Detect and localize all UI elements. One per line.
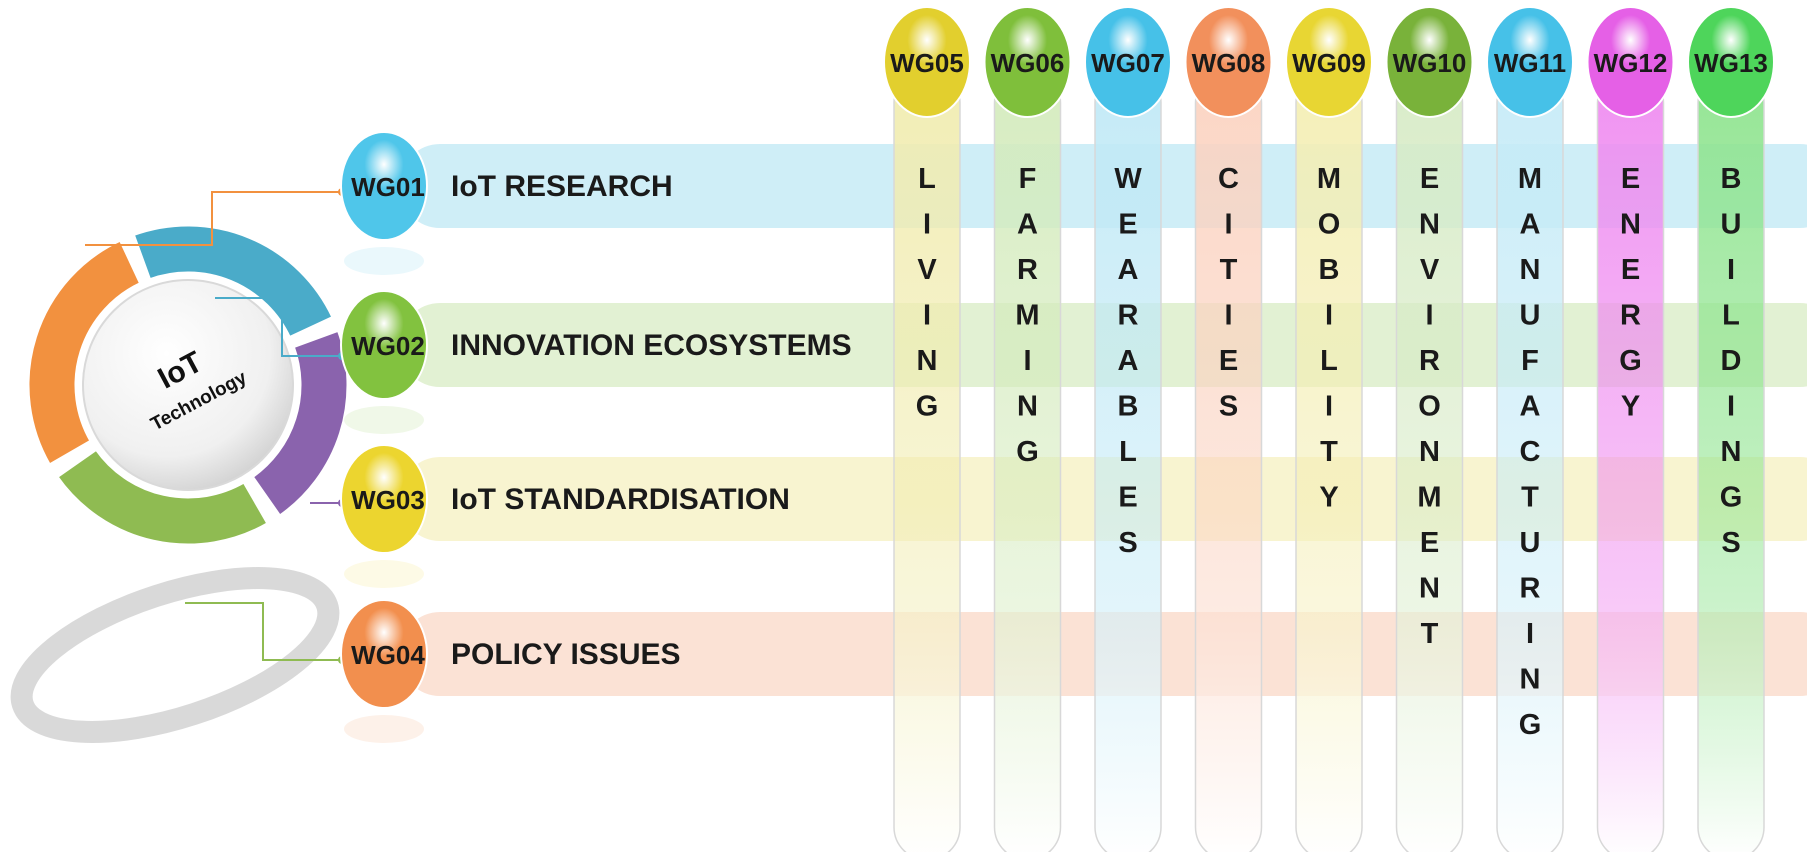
badge-wg07 (1084, 6, 1172, 118)
badge-label-wg12: WG12 (1594, 48, 1668, 78)
badge-wg09 (1285, 6, 1373, 118)
row-label-wg01: IoT RESEARCH (451, 170, 673, 203)
badge-label-wg07: WG07 (1091, 48, 1165, 78)
badge-wg08 (1184, 6, 1273, 118)
badge-label-wg04: WG04 (351, 640, 425, 670)
badge-label-wg08: WG08 (1192, 48, 1266, 78)
badge-label-wg01: WG01 (351, 172, 425, 202)
connector-wg01 (85, 191, 342, 246)
badge-label-wg10: WG10 (1393, 48, 1467, 78)
badge-reflection-wg03 (344, 560, 424, 588)
iot-technology-hub: IoT Technology (10, 223, 350, 743)
hub-ring-segment-purple (250, 328, 350, 519)
badge-wg12 (1586, 6, 1675, 118)
row-label-wg04: POLICY ISSUES (451, 638, 681, 671)
horizontal-group-badges: WG01 IoT RESEARCH WG02 INNOVATION ECOSYSTEM… (340, 131, 852, 743)
badge-wg01 (340, 131, 428, 241)
badge-wg10 (1385, 6, 1474, 118)
badge-wg11 (1486, 6, 1574, 118)
badge-wg06 (983, 6, 1072, 118)
badge-reflection-wg02 (344, 406, 424, 434)
hub-ring-segment-blue (131, 223, 336, 340)
badge-wg05 (883, 6, 971, 118)
row-label-wg02: INNOVATION ECOSYSTEMS (451, 329, 852, 362)
badge-wg02 (340, 290, 428, 400)
badge-label-wg02: WG02 (351, 331, 425, 361)
badge-reflection-wg04 (344, 715, 424, 743)
badge-reflection-wg01 (344, 247, 424, 275)
badge-label-wg03: WG03 (351, 485, 425, 515)
hub-ring-segment-green (54, 447, 271, 547)
connector-wg02 (215, 297, 342, 357)
badge-label-wg06: WG06 (991, 48, 1065, 78)
hub-center-disc (82, 279, 294, 491)
hub-ring-segment-orange (26, 237, 143, 468)
badge-wg13 (1687, 6, 1775, 118)
badge-label-wg05: WG05 (890, 48, 964, 78)
badge-label-wg13: WG13 (1694, 48, 1768, 78)
connector-wg04 (185, 602, 342, 661)
vertical-bands-layer (893, 69, 1765, 852)
badge-label-wg11: WG11 (1494, 48, 1566, 78)
badge-wg04 (340, 599, 428, 709)
row-label-wg03: IoT STANDARDISATION (451, 483, 790, 516)
hub-shadow (10, 567, 340, 743)
badge-label-wg09: WG09 (1292, 48, 1366, 78)
badge-wg03 (340, 444, 428, 554)
